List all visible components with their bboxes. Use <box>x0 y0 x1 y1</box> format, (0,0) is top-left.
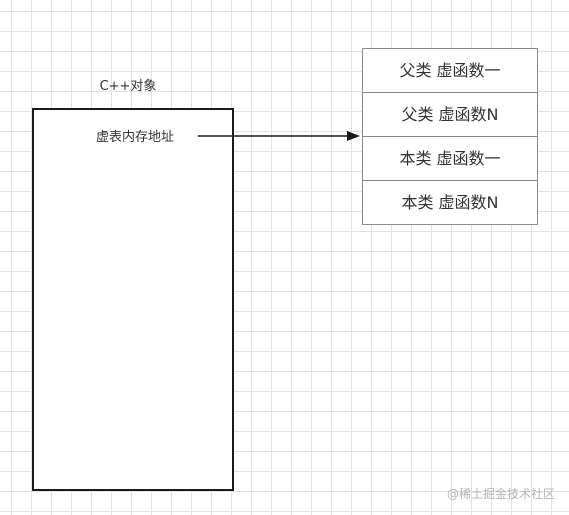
vtable-row-self-first: 本类 虚函数一 <box>363 137 537 181</box>
arrow-head <box>347 131 360 141</box>
object-title: C++对象 <box>99 79 157 94</box>
vptr-label: 虚表内存地址 <box>95 130 174 145</box>
vtable-row-self-n: 本类 虚函数N <box>401 193 499 212</box>
vptr-arrow <box>198 131 360 141</box>
vtable-row-parent-first: 父类 虚函数一 <box>363 49 537 93</box>
watermark: @稀土掘金技术社区 <box>446 487 555 501</box>
cpp-object-box <box>32 108 234 491</box>
vtable: 父类 虚函数一 父类 虚函数N 本类 虚函数一 本类 虚函数N <box>362 48 538 225</box>
vtable-row-parent-n: 父类 虚函数N <box>363 93 537 137</box>
